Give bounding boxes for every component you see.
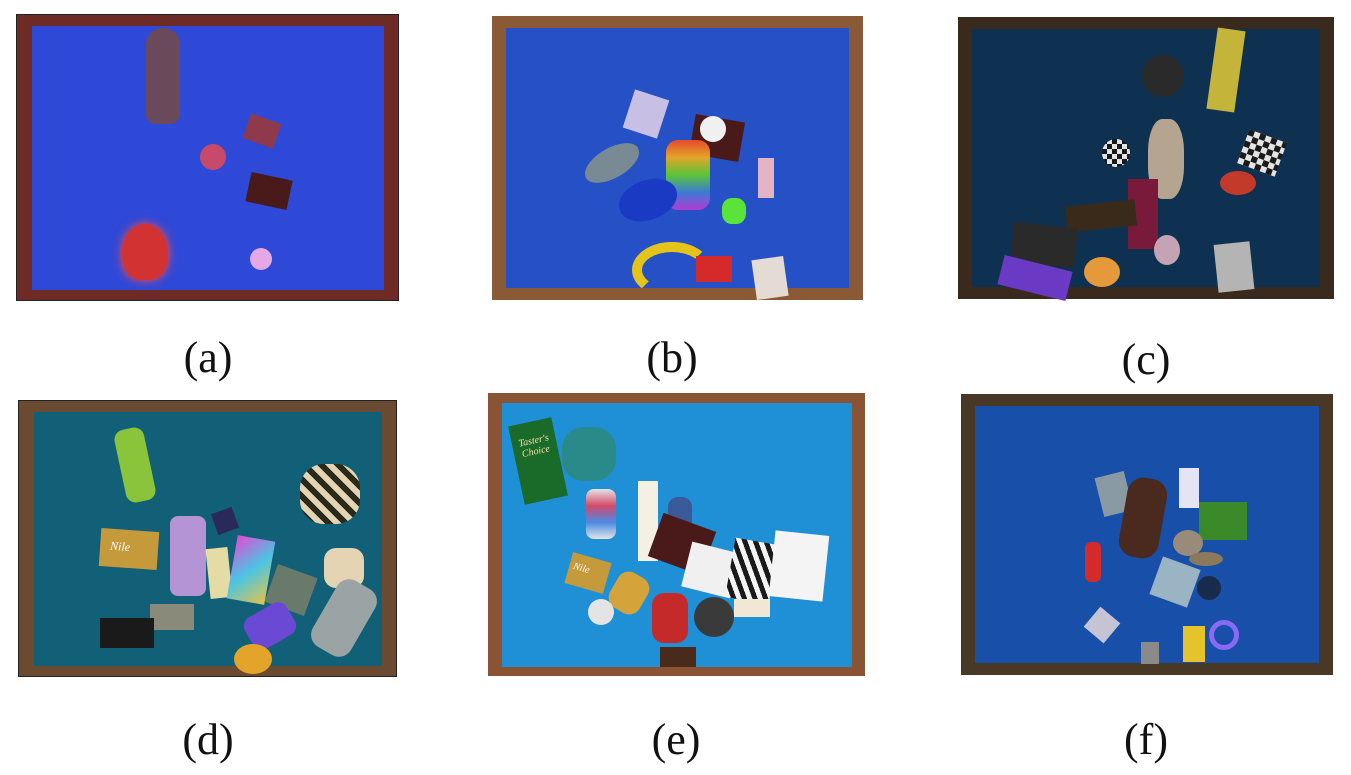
table-surface xyxy=(972,27,1320,302)
panel-d: Nile (d) xyxy=(18,400,397,762)
orange-bowl-object xyxy=(1084,257,1120,287)
fan-object xyxy=(694,597,734,637)
red-bottle-object xyxy=(1085,542,1101,582)
panel-f: (f) xyxy=(961,394,1333,762)
toy-plane-object xyxy=(1083,606,1121,644)
pineapple-object xyxy=(234,644,272,674)
red-figure-object xyxy=(122,224,168,280)
checker-object xyxy=(1102,139,1130,167)
bag-object xyxy=(768,530,830,602)
caption-a: (a) xyxy=(183,333,233,382)
dark-ball-object xyxy=(1197,576,1221,600)
small-box-object xyxy=(758,158,774,198)
caption-d: (d) xyxy=(182,715,234,764)
milk-carton-object xyxy=(1179,468,1199,508)
grey-slab-object xyxy=(150,604,194,630)
box-label: Nile xyxy=(109,538,131,555)
green-bottle-object xyxy=(112,425,158,505)
panel-c: (c) xyxy=(958,17,1334,382)
white-box-object xyxy=(751,255,789,301)
red-can-object xyxy=(652,593,688,643)
egg-object xyxy=(1154,235,1180,265)
small-box-object: Nile xyxy=(564,552,612,594)
cup-object xyxy=(700,116,726,142)
box-label: Taster's Choice xyxy=(517,432,552,461)
table-surface xyxy=(506,28,849,301)
black-box-object xyxy=(100,618,154,648)
dark-box-object xyxy=(245,171,293,211)
caption-e: (e) xyxy=(651,715,701,764)
pan-object xyxy=(1142,55,1184,97)
grey-box-object xyxy=(1213,241,1255,293)
white-mug-object xyxy=(588,599,614,625)
caption-c: (c) xyxy=(1121,335,1171,384)
panel-b: (b) xyxy=(492,16,863,380)
teal-bag-object xyxy=(562,427,616,481)
cereal-box-object: Nile xyxy=(98,528,160,570)
lattice-object xyxy=(170,516,206,596)
zebra-figure-object xyxy=(300,464,360,524)
green-box-object xyxy=(1199,502,1247,540)
panel-a: (a) xyxy=(16,14,399,380)
checker-box-object xyxy=(1237,129,1287,177)
purple-ring-object xyxy=(1209,620,1239,650)
yellow-box-object xyxy=(1206,27,1246,113)
table-surface: Taster's Choice Nile xyxy=(502,403,852,667)
table-surface xyxy=(32,26,384,290)
coffee-box-object: Taster's Choice xyxy=(508,417,568,505)
caption-f: (f) xyxy=(1124,715,1168,764)
red-box-object xyxy=(696,256,732,282)
bottle-object xyxy=(146,28,180,124)
table-surface xyxy=(975,406,1319,664)
silver-bag-object xyxy=(1149,556,1201,608)
cream-slab-object xyxy=(734,599,770,617)
dice-box-object xyxy=(622,89,670,139)
bowl-object xyxy=(1173,530,1203,556)
watermelon-object xyxy=(1220,171,1256,195)
grey-cylinder-object xyxy=(1141,642,1159,664)
yellow-box-object xyxy=(1183,626,1205,662)
banana-object xyxy=(632,242,712,298)
tape-stack-object xyxy=(586,489,616,539)
table-surface: Nile xyxy=(34,412,383,674)
panel-e: Taster's Choice Nile (e) xyxy=(488,393,865,762)
small-dark-box-object xyxy=(210,506,240,536)
silver-bottle-object xyxy=(305,574,383,662)
box-label: Nile xyxy=(571,560,591,577)
box-object xyxy=(242,113,282,149)
small-cylinder-object xyxy=(250,248,272,270)
green-toy-object xyxy=(722,198,746,224)
checker-box-object xyxy=(660,647,696,667)
banana-object xyxy=(1189,552,1223,566)
caption-b: (b) xyxy=(646,333,698,382)
ball-object xyxy=(200,144,226,170)
